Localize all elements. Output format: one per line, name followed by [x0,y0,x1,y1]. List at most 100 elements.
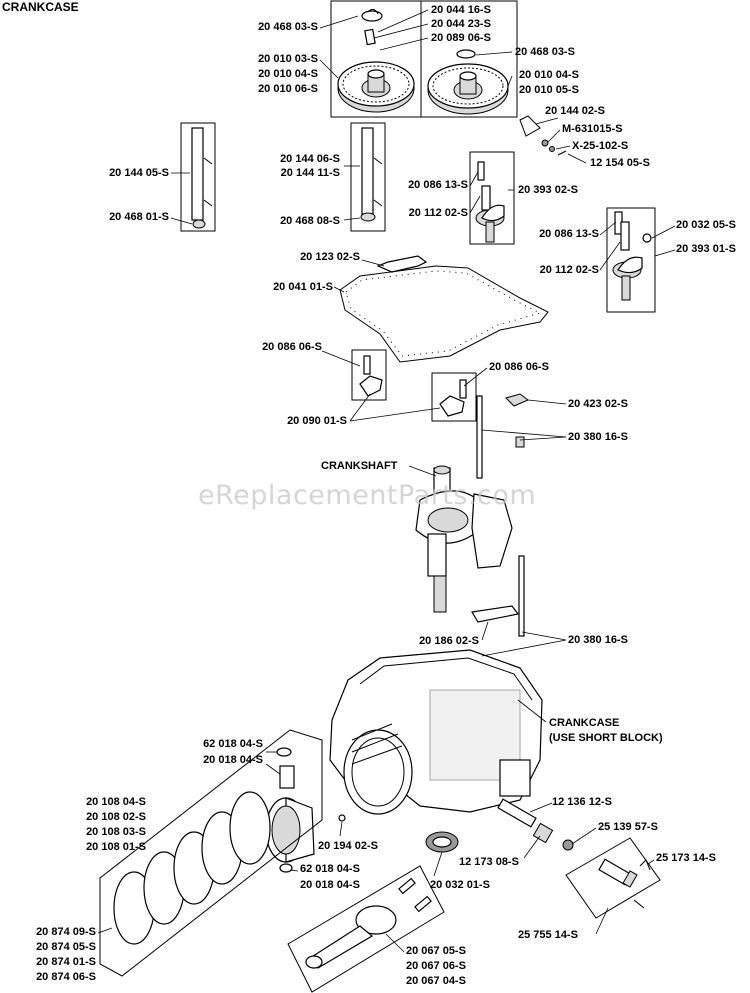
small-plug [338,814,346,822]
part-label: 12 136 12-S [552,796,612,808]
part-label: 20 380 16-S [568,431,628,443]
part-label: 25 139 57-S [598,821,658,833]
part-label: 20 874 01-S [36,956,96,968]
part-label: 20 086 06-S [262,341,322,353]
watermark: eReplacementParts.com [198,480,537,511]
part-label: 20 144 11-S [280,167,340,179]
piston-rings [113,791,271,945]
drain-pipe [497,798,537,828]
part-label: 20 874 09-S [36,926,96,938]
push-rod-box-center [350,122,386,232]
part-label: 20 194 02-S [318,840,378,852]
pin-left [364,28,376,46]
bracket-left [359,375,383,397]
push-rod-left [191,127,204,221]
part-label: 20 468 08-S [280,215,340,227]
push-rod-center [361,127,374,215]
crankshaft-label: CRANKSHAFT [321,460,398,472]
part-label: 20 086 13-S [408,179,468,191]
bracket-box-left [351,349,387,401]
part-label: 20 090 01-S [287,415,347,427]
part-label: 25 755 14-S [518,929,578,941]
part-label: 20 123 02-S [300,251,360,263]
push-rod-seal-center [360,212,376,222]
crankcase-gasket [339,265,549,363]
part-label: 20 468 01-S [109,211,169,223]
part-label: 20 041 01-S [273,281,333,293]
part-label: 20 067 04-S [406,975,466,987]
part-label: 20 144 06-S [280,153,340,165]
part-label: X-25-102-S [572,140,629,152]
part-label: 20 010 04-S [258,68,318,80]
part-label: 20 044 16-S [431,4,491,16]
part-label: 20 089 06-S [431,32,491,44]
piston [265,797,315,863]
part-label: 25 173 14-S [656,852,716,864]
part-label: 20 423 02-S [568,398,628,410]
part-label: 20 108 03-S [86,826,146,838]
bracket-box-right [431,372,477,422]
washer-top-left [361,10,383,22]
bracket-right [439,395,465,417]
part-label: 12 173 08-S [459,856,519,868]
part-label: 20 018 04-S [203,754,263,766]
push-rod-markers-left [203,157,213,207]
part-label: 20 010 03-S [258,53,318,65]
part-label: 20 108 01-S [86,841,146,853]
connecting-rod-box [287,865,445,993]
part-label: 20 874 06-S [36,971,96,983]
part-label: 20 144 05-S [109,167,169,179]
camshaft-gear-left [337,61,415,113]
governor-box-1 [469,151,515,245]
clip-top-left [367,8,379,15]
piston-pin-clip-bottom [279,863,293,873]
connecting-spacer [471,605,520,623]
part-label: 20 393 01-S [676,243,736,255]
part-label: 20 393 02-S [518,184,578,196]
gasket-holes [345,270,542,357]
piston-ring-box [99,729,323,977]
part-label: 20 874 05-S [36,941,96,953]
part-label: 20 086 13-S [539,228,599,240]
part-label: 20 067 06-S [406,960,466,972]
part-label: 20 010 04-S [519,69,579,81]
lever-washer [549,146,555,152]
crankshaft [415,465,513,613]
dowel-pin-1 [515,436,525,448]
part-label: 20 032 01-S [430,879,490,891]
page-title: CRANKCASE [2,0,79,14]
part-label: 20 112 02-S [408,207,468,219]
camshaft-gear-right [427,63,509,115]
push-rod-seal-left [192,219,206,229]
part-label: 20 380 16-S [568,634,628,646]
part-label: 20 044 23-S [431,18,491,30]
governor-assembly-1 [475,161,505,243]
crankcase-label: CRANKCASE [549,717,620,729]
drain-cap [532,822,554,844]
bracket-screw-right [459,379,467,399]
part-label: 20 086 06-S [489,361,549,373]
push-rod-markers-center [373,157,383,207]
long-bolt-2 [518,555,525,637]
oil-pressure-switch [598,858,651,909]
crankcase-block [329,649,543,815]
leader-lines [97,9,676,953]
oil-sensor-box [565,837,661,919]
part-label: 20 144 02-S [545,105,605,117]
part-label: 20 112 02-S [539,264,599,276]
piston-pin-clip-top [276,747,292,757]
breather-tube [376,255,428,273]
governor-lever-rod [519,115,541,137]
part-label: 12 154 05-S [590,157,650,169]
long-bolt-1 [476,395,483,479]
governor-assembly-2 [612,211,652,301]
connecting-rod [305,877,432,969]
push-rod-box-left [180,122,216,232]
part-label: 20 468 03-S [258,21,318,33]
lever-clip [557,150,567,156]
part-label: 62 018 04-S [203,738,263,750]
crankcase-note: (USE SHORT BLOCK) [549,732,663,744]
part-label: 20 468 03-S [515,46,575,58]
part-label: 20 010 05-S [519,84,579,96]
part-label: 20 186 02-S [419,635,479,647]
